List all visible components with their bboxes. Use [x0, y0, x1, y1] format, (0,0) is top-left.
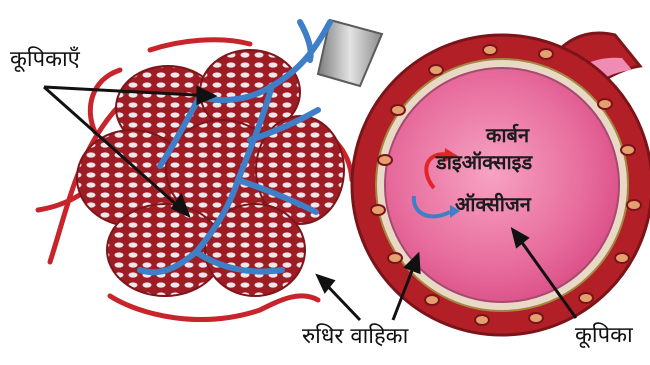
label-alveolus: कूपिका — [575, 325, 633, 347]
label-blood-vessel: रुधिर वाहिका — [302, 326, 408, 348]
label-oxygen: ऑक्सीजन — [455, 193, 531, 216]
label-alveoli-plural: कूपिकाएँ — [10, 49, 80, 71]
label-dioxide: डाइऑक्साइड — [436, 151, 532, 174]
single-alveolus — [352, 33, 650, 335]
label-carbon: कार्बन — [486, 124, 529, 147]
alveolar-cluster — [38, 20, 382, 319]
